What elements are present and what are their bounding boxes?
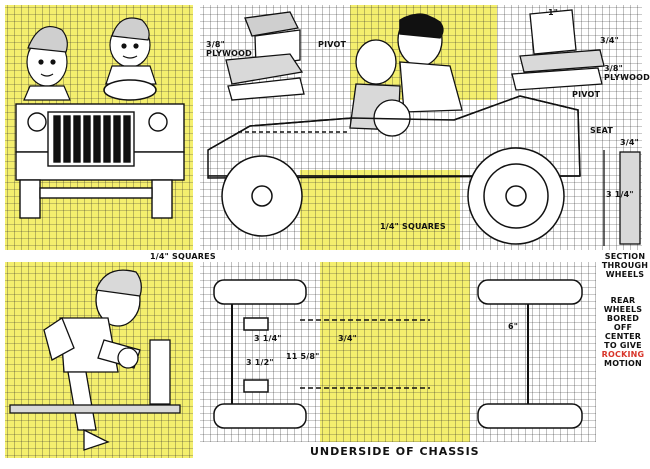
pivot-label-left: PIVOT	[318, 40, 347, 49]
side-front-wheel	[221, 155, 303, 237]
front-jeep-body	[15, 103, 185, 219]
dim-label-3-4-b: 3/4"	[338, 334, 358, 343]
right-plywood-detail	[511, 9, 605, 91]
underside-title: UNDERSIDE OF CHASSIS	[310, 445, 480, 458]
underside-rear-left-wheel	[477, 279, 583, 305]
section-through-wheels-drawing	[603, 150, 641, 246]
plywood-label-left: 3/8" PLYWOOD	[206, 40, 252, 58]
underside-panel	[200, 262, 596, 442]
front-view-panel	[5, 5, 193, 250]
dim-label-3-half: 3 1/2"	[246, 358, 274, 367]
plywood-label-right: 3/8" PLYWOOD	[604, 64, 650, 82]
front-kid-right	[105, 17, 157, 85]
motion-text: MOTION	[604, 359, 642, 368]
rear-wheels-text: REAR WHEELS BORED OFF CENTER TO GIVE	[603, 296, 643, 350]
section-side-dim: 3 1/4"	[606, 190, 634, 199]
pivot-label-right: PIVOT	[572, 90, 601, 99]
underside-front-left-wheel	[213, 279, 307, 305]
left-plywood-detail	[225, 11, 305, 101]
dim-label-3-4: 3/4"	[600, 36, 620, 45]
dim-label-11-5-8: 11 5/8"	[286, 352, 320, 361]
underside-rear-right-wheel	[477, 403, 583, 429]
seat-label: SEAT	[590, 126, 614, 135]
kid-figure-panel	[5, 262, 193, 458]
dim-label-6: 6"	[508, 322, 519, 331]
dim-label-3-1-4: 3 1/4"	[254, 334, 282, 343]
dim-label-1: 1"	[548, 8, 559, 17]
underside-front-right-wheel	[213, 403, 307, 429]
front-grille	[53, 115, 131, 163]
side-view-panel	[200, 5, 642, 250]
quarter-squares-upper: 1/4" SQUARES	[380, 222, 446, 231]
section-top-dim: 3/4"	[620, 138, 640, 147]
side-rear-wheel	[467, 147, 565, 245]
rear-wheels-note: REAR WHEELS BORED OFF CENTER TO GIVE ROC…	[598, 296, 648, 368]
section-through-wheels-label: SECTION THROUGH WHEELS	[601, 252, 649, 279]
front-kid-left	[23, 26, 71, 101]
rocking-text: ROCKING	[601, 350, 645, 359]
front-steering-wheel	[103, 79, 157, 101]
quarter-squares-middle: 1/4" SQUARES	[150, 252, 216, 261]
